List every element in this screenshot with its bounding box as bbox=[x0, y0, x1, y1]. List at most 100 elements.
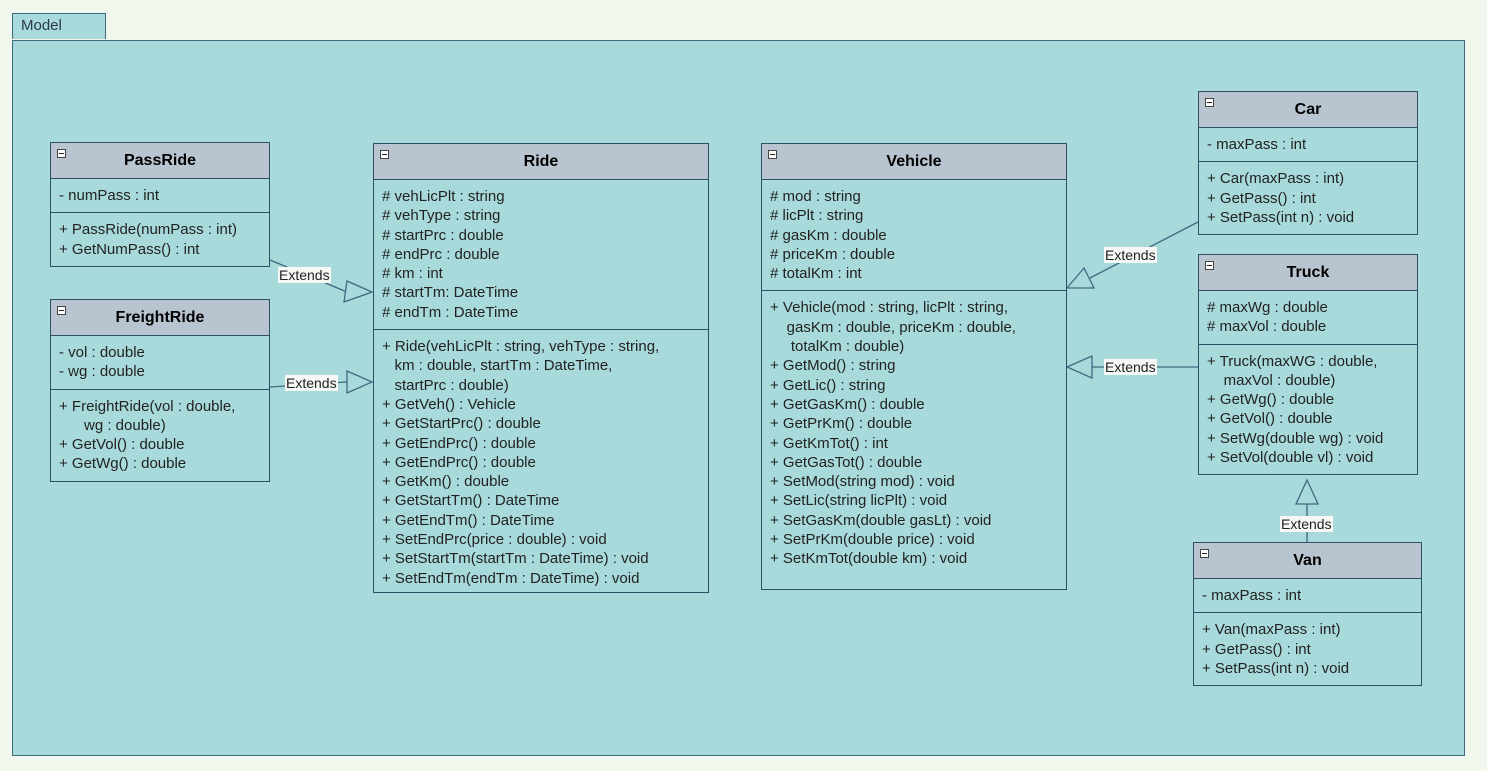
class-name: PassRide bbox=[123, 152, 197, 169]
passride-extends-label: Extends bbox=[278, 267, 331, 283]
class-name: Vehicle bbox=[886, 153, 942, 170]
method-line: totalKm : double) bbox=[770, 338, 905, 356]
method-line: + GetVol() : double bbox=[1207, 410, 1333, 428]
method-line: + GetGasKm() : double bbox=[770, 395, 925, 413]
method-line: maxVol : double) bbox=[1207, 371, 1336, 389]
car-extends-label: Extends bbox=[1104, 247, 1157, 263]
method-line: + GetKmTot() : int bbox=[770, 434, 888, 452]
class-name: Car bbox=[1294, 101, 1322, 118]
attribute-line: # gasKm : double bbox=[770, 226, 887, 244]
attribute-line: - maxPass : int bbox=[1207, 136, 1307, 153]
attribute-line: # priceKm : double bbox=[770, 245, 896, 263]
collapse-icon[interactable] bbox=[768, 150, 777, 159]
method-line: + GetStartPrc() : double bbox=[382, 415, 541, 433]
class-header: Truck bbox=[1199, 255, 1417, 291]
attribute-line: # vehLicPlt : string bbox=[382, 188, 505, 205]
collapse-icon[interactable] bbox=[57, 306, 66, 315]
attribute-line: # startTm: DateTime bbox=[382, 284, 519, 302]
class-freightride[interactable]: FreightRide - vol : double- wg : double … bbox=[50, 299, 270, 482]
methods-section: + Vehicle(mod : string, licPlt : string,… bbox=[762, 290, 1066, 575]
method-line: + FreightRide(vol : double, bbox=[59, 397, 236, 415]
method-line: + GetPrKm() : double bbox=[770, 415, 913, 433]
attribute-line: # mod : string bbox=[770, 188, 861, 205]
method-line: + GetKm() : double bbox=[382, 473, 510, 491]
attribute-line: # vehType : string bbox=[382, 207, 501, 225]
collapse-icon[interactable] bbox=[57, 149, 66, 158]
method-line: km : double, startTm : DateTime, bbox=[382, 357, 613, 375]
method-line: + GetLic() : string bbox=[770, 376, 886, 394]
method-line: + GetNumPass() : int bbox=[59, 240, 200, 258]
attributes-section: # mod : string # licPlt : string# gasKm :… bbox=[762, 180, 1066, 290]
methods-section: + PassRide(numPass : int)+ GetNumPass() … bbox=[51, 212, 269, 266]
attribute-line: - numPass : int bbox=[59, 187, 160, 204]
method-line: gasKm : double, priceKm : double, bbox=[770, 318, 1016, 336]
method-line: + SetPass(int n) : void bbox=[1202, 659, 1350, 677]
attribute-line: - wg : double bbox=[59, 363, 145, 381]
method-line: + SetKmTot(double km) : void bbox=[770, 550, 968, 568]
methods-section: + Car(maxPass : int)+ GetPass() : int+ S… bbox=[1199, 161, 1417, 234]
method-line: startPrc : double) bbox=[382, 376, 509, 394]
method-line: + PassRide(numPass : int) bbox=[59, 221, 237, 239]
package-tab: Model bbox=[12, 13, 106, 39]
method-line: + GetMod() : string bbox=[770, 357, 896, 375]
van-extends-arrowhead bbox=[1294, 478, 1320, 505]
method-line: + GetEndPrc() : double bbox=[382, 453, 536, 471]
attribute-line: - vol : double bbox=[59, 344, 145, 361]
class-passride[interactable]: PassRide - numPass : int + PassRide(numP… bbox=[50, 142, 270, 267]
truck-extends-arrowhead bbox=[1065, 355, 1093, 379]
attribute-line: # endTm : DateTime bbox=[382, 303, 519, 321]
class-header: PassRide bbox=[51, 143, 269, 179]
attributes-section: - maxPass : int bbox=[1199, 128, 1417, 161]
attribute-line: # totalKm : int bbox=[770, 265, 862, 283]
attributes-section: - maxPass : int bbox=[1194, 579, 1421, 612]
method-line: + GetWg() : double bbox=[59, 455, 187, 473]
passride-extends-arrowhead bbox=[343, 280, 374, 303]
freightride-extends-arrowhead bbox=[346, 370, 374, 394]
class-name: Van bbox=[1293, 552, 1322, 569]
method-line: + GetStartTm() : DateTime bbox=[382, 492, 560, 510]
attributes-section: - numPass : int bbox=[51, 179, 269, 212]
method-line: + GetEndTm() : DateTime bbox=[382, 511, 555, 529]
attribute-line: # startPrc : double bbox=[382, 226, 504, 244]
class-ride[interactable]: Ride # vehLicPlt : string # vehType : str… bbox=[373, 143, 709, 593]
collapse-icon[interactable] bbox=[1205, 261, 1214, 270]
class-header: Vehicle bbox=[762, 144, 1066, 180]
method-line: + GetVol() : double bbox=[59, 436, 185, 454]
collapse-icon[interactable] bbox=[1205, 98, 1214, 107]
method-line: + SetStartTm(startTm : DateTime) : void bbox=[382, 550, 649, 568]
truck-extends-label: Extends bbox=[1104, 359, 1157, 375]
method-line: + GetWg() : double bbox=[1207, 391, 1335, 409]
class-name: FreightRide bbox=[115, 309, 205, 326]
class-name: Ride bbox=[523, 153, 559, 170]
class-truck[interactable]: Truck # maxWg : double# maxVol : double … bbox=[1198, 254, 1418, 476]
collapse-icon[interactable] bbox=[1200, 549, 1209, 558]
methods-section: + Ride(vehLicPlt : string, vehType : str… bbox=[374, 329, 708, 595]
collapse-icon[interactable] bbox=[380, 150, 389, 159]
method-line: + SetLic(string licPlt) : void bbox=[770, 492, 948, 510]
method-line: + Ride(vehLicPlt : string, vehType : str… bbox=[382, 338, 660, 356]
attribute-line: # endPrc : double bbox=[382, 245, 500, 263]
class-header: Car bbox=[1199, 92, 1417, 128]
method-line: + SetPass(int n) : void bbox=[1207, 208, 1355, 226]
class-header: FreightRide bbox=[51, 300, 269, 336]
method-line: + SetWg(double wg) : void bbox=[1207, 429, 1384, 447]
attributes-section: # vehLicPlt : string# vehType : string# … bbox=[374, 180, 708, 329]
method-line: + Truck(maxWG : double, bbox=[1207, 352, 1378, 370]
class-name: Truck bbox=[1286, 264, 1330, 281]
package-name: Model bbox=[21, 17, 62, 34]
method-line: + GetEndPrc() : double bbox=[382, 434, 536, 452]
attribute-line: # licPlt : string bbox=[770, 207, 864, 225]
method-line: + GetGasTot() : double bbox=[770, 453, 923, 471]
method-line: + Car(maxPass : int) bbox=[1207, 170, 1345, 188]
method-line: + SetEndTm(endTm : DateTime) : void bbox=[382, 569, 640, 587]
method-line: + GetPass() : int bbox=[1207, 189, 1316, 207]
method-line: + SetGasKm(double gasLt) : void bbox=[770, 511, 992, 529]
method-line: + SetMod(string mod) : void bbox=[770, 473, 955, 491]
class-van[interactable]: Van - maxPass : int + Van(maxPass : int)… bbox=[1193, 542, 1422, 687]
class-car[interactable]: Car - maxPass : int + Car(maxPass : int)… bbox=[1198, 91, 1418, 236]
car-extends-arrowhead bbox=[1065, 266, 1096, 289]
attribute-line: # km : int bbox=[382, 265, 443, 283]
class-vehicle[interactable]: Vehicle # mod : string# licPlt : string#… bbox=[761, 143, 1067, 590]
method-line: + Vehicle(mod : string, licPlt : string, bbox=[770, 299, 1009, 317]
method-line: + GetPass() : int bbox=[1202, 640, 1311, 658]
